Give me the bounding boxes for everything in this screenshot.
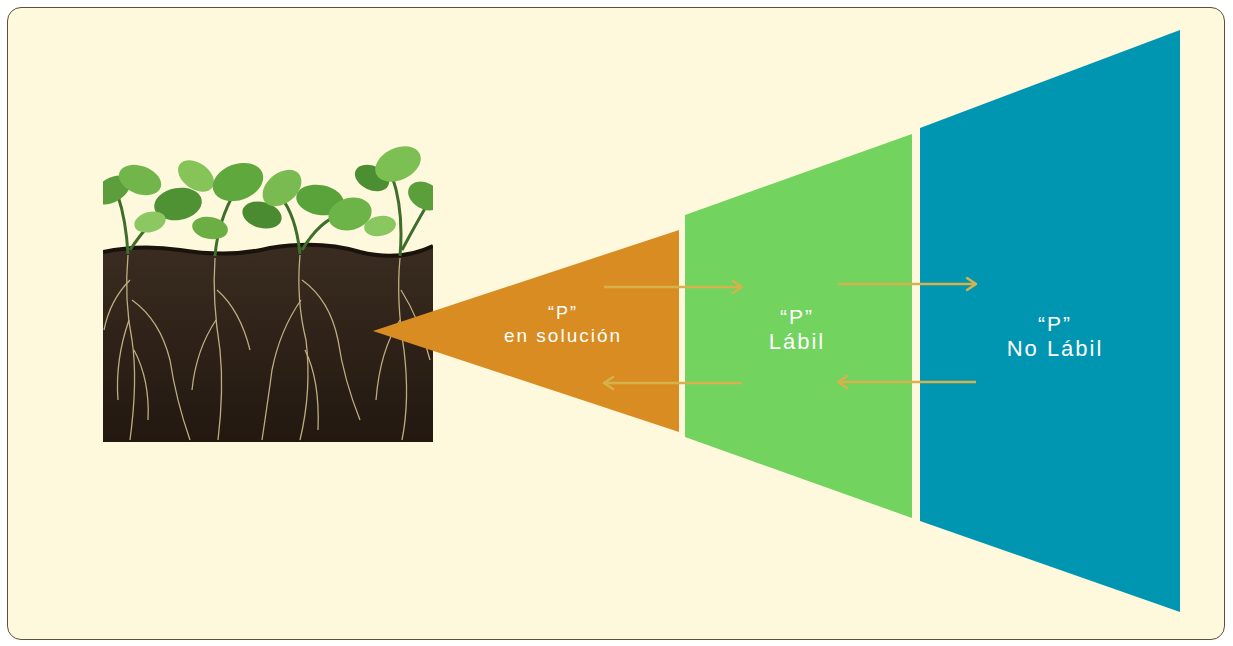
text-block: “P”en solución — [504, 303, 622, 347]
text-block: “P”No Lábil — [1007, 311, 1104, 363]
symbol-label: “P” — [1007, 311, 1104, 336]
pool-label: No Lábil — [1007, 336, 1104, 362]
symbol-label: “P” — [504, 303, 622, 325]
symbol-label: “P” — [769, 304, 825, 329]
pool-node: “P”en solución — [373, 230, 679, 432]
text-block: “P”Lábil — [769, 304, 825, 356]
pool-node: “P”No Lábil — [920, 30, 1180, 612]
pool-label: Lábil — [769, 329, 825, 355]
pool-label: en solución — [504, 324, 622, 347]
pool-node: “P”Lábil — [685, 134, 912, 518]
